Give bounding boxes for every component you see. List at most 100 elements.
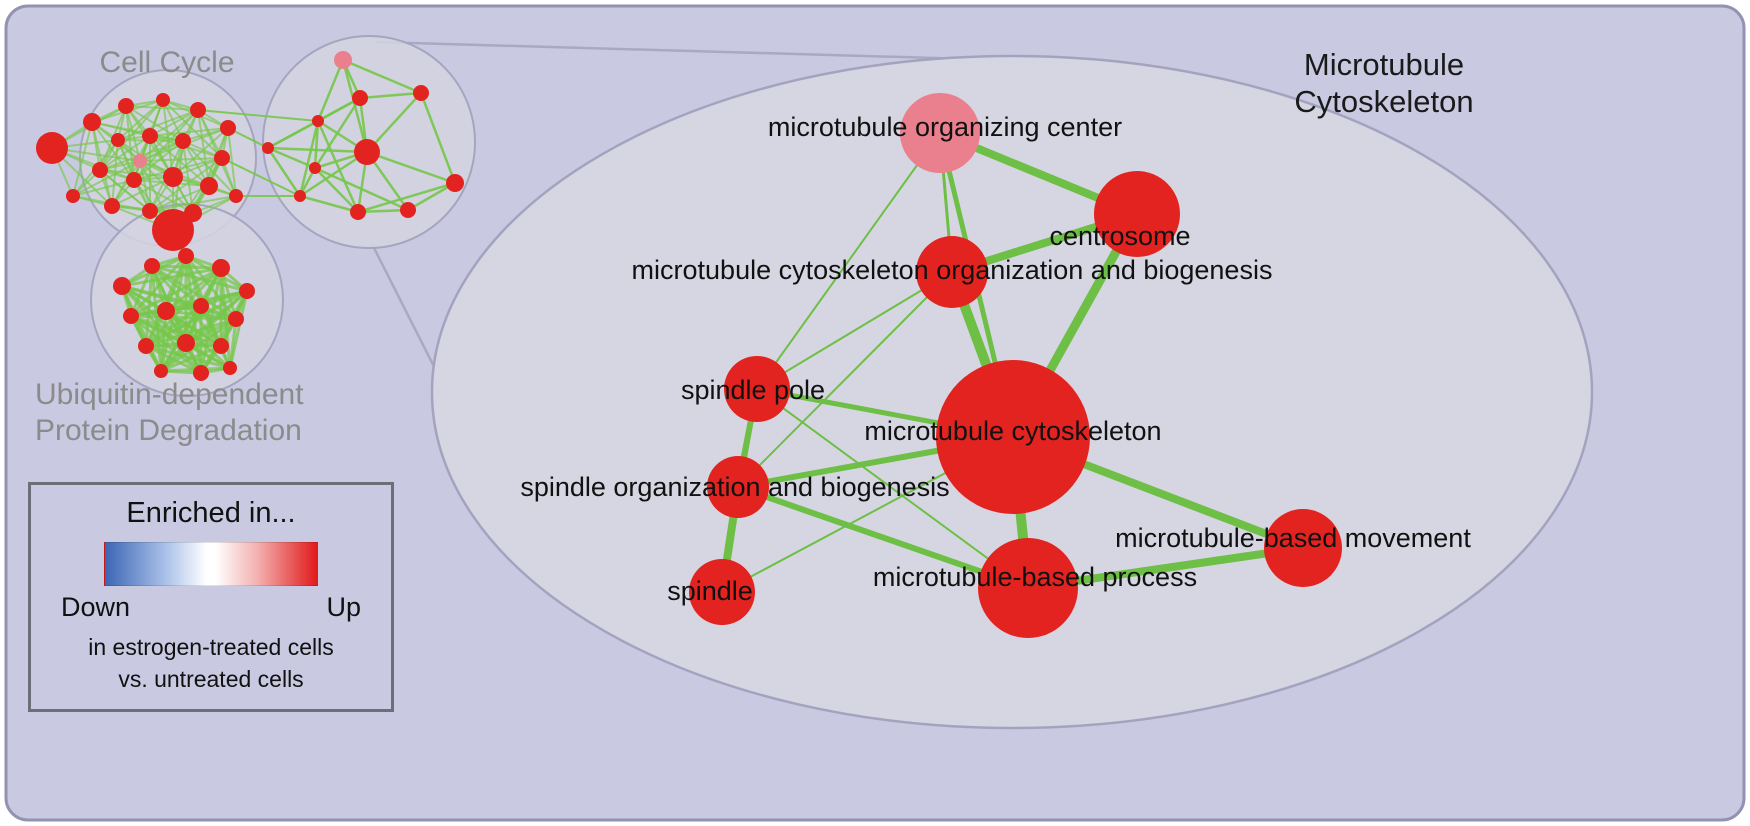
overview-node bbox=[152, 209, 194, 251]
overview-node bbox=[83, 113, 101, 131]
overview-node bbox=[213, 338, 229, 354]
overview-node bbox=[144, 258, 160, 274]
cluster-edge bbox=[298, 120, 320, 197]
legend: Enriched in... Down Up in estrogen-treat… bbox=[28, 482, 394, 712]
overview-node bbox=[163, 167, 183, 187]
cluster-edge bbox=[149, 109, 199, 137]
cluster-edge bbox=[139, 157, 223, 162]
microtubule-cytoskeleton-title: Microtubule bbox=[1304, 47, 1464, 82]
overview-node bbox=[220, 120, 236, 136]
overview-node bbox=[190, 102, 206, 118]
overview-node bbox=[104, 198, 120, 214]
overview-node bbox=[92, 162, 108, 178]
legend-down-label: Down bbox=[61, 592, 131, 622]
overview-node bbox=[446, 174, 464, 192]
overview-node bbox=[312, 115, 324, 127]
node-label-microtubule-based-process: microtubule-based process bbox=[873, 562, 1197, 592]
overview-node bbox=[156, 93, 170, 107]
cluster-edge bbox=[129, 254, 188, 318]
edge-spindle-organization-and-biogenesis--microtubule-based-process bbox=[735, 484, 1031, 591]
cluster-edge bbox=[99, 135, 151, 171]
cluster-edge bbox=[266, 147, 302, 197]
overview-node bbox=[294, 190, 306, 202]
cluster-edge bbox=[111, 160, 141, 207]
cell-cycle-title: Cell Cycle bbox=[99, 46, 234, 79]
node-microtubule-organizing-center bbox=[900, 93, 980, 173]
cluster-edge bbox=[162, 99, 223, 159]
zoom-connector-line bbox=[374, 40, 1006, 62]
cluster-edge bbox=[314, 167, 359, 213]
cluster-edge bbox=[111, 176, 174, 207]
cluster-edge bbox=[228, 318, 238, 369]
cluster-edge bbox=[129, 265, 154, 317]
node-label-spindle-pole: spindle pole bbox=[681, 375, 825, 405]
overview-node bbox=[309, 162, 321, 174]
cluster-edge bbox=[121, 284, 187, 345]
cluster-edge bbox=[117, 99, 164, 141]
overview-node bbox=[193, 365, 209, 381]
overview-node bbox=[123, 308, 139, 324]
cluster-edge bbox=[160, 344, 222, 373]
cluster-edge bbox=[316, 120, 360, 213]
cluster-edge bbox=[72, 179, 135, 197]
cluster-edge bbox=[145, 304, 202, 348]
edge-microtubule-cytoskeleton-organization-and-biogenesis--spindle-pole bbox=[756, 271, 953, 390]
cluster-edge bbox=[299, 194, 359, 214]
cluster-edge bbox=[182, 140, 194, 214]
overview-node bbox=[229, 189, 243, 203]
cluster-edge bbox=[165, 309, 231, 370]
overview-node bbox=[352, 90, 368, 106]
node-spindle-organization-and-biogenesis bbox=[707, 456, 769, 518]
cluster-edge bbox=[359, 91, 422, 100]
legend-caption: in estrogen-treated cells vs. untreated … bbox=[88, 631, 333, 695]
cluster-edge bbox=[267, 119, 319, 150]
overview-node bbox=[413, 85, 429, 101]
cluster-edge bbox=[313, 120, 320, 169]
cluster-edge bbox=[357, 181, 456, 214]
edge-spindle-pole--microtubule-based-process bbox=[756, 388, 1029, 589]
overview-node bbox=[126, 172, 142, 188]
cluster-edge bbox=[299, 150, 368, 198]
overview-node bbox=[354, 139, 380, 165]
legend-up-label: Up bbox=[326, 592, 361, 622]
node-centrosome bbox=[1094, 171, 1180, 257]
node-microtubule-based-process bbox=[978, 538, 1078, 638]
node-label-microtubule-cytoskeleton: microtubule cytoskeleton bbox=[864, 416, 1161, 446]
cluster-edge bbox=[149, 195, 237, 212]
node-spindle bbox=[689, 559, 755, 625]
overview-node bbox=[212, 259, 230, 277]
overview-node bbox=[113, 277, 131, 295]
node-label-microtubule-organizing-center: microtubule organizing center bbox=[768, 112, 1122, 142]
cluster-edge bbox=[133, 179, 194, 214]
cluster-edge bbox=[144, 255, 188, 347]
microtubule-cytoskeleton-title: Cytoskeleton bbox=[1294, 84, 1473, 119]
cluster-edge bbox=[316, 59, 345, 122]
overview-node bbox=[175, 133, 191, 149]
legend-caption-line1: in estrogen-treated cells bbox=[88, 634, 334, 660]
edge-microtubule-cytoskeleton-organization-and-biogenesis--spindle-organization-and-biogenesis bbox=[737, 271, 953, 488]
node-label-centrosome: centrosome bbox=[1049, 221, 1190, 251]
cluster-edge bbox=[165, 309, 222, 348]
legend-endpoint-labels: Down Up bbox=[61, 592, 361, 623]
overview-node bbox=[157, 302, 175, 320]
cluster-edge bbox=[407, 181, 456, 212]
cluster-edge bbox=[145, 317, 237, 348]
cluster-edge bbox=[149, 135, 210, 187]
overview-node bbox=[262, 142, 274, 154]
overview-node bbox=[118, 98, 134, 114]
overview-node bbox=[177, 334, 195, 352]
cluster-edge bbox=[342, 58, 422, 95]
cluster-edge bbox=[366, 92, 422, 153]
overview-node bbox=[214, 150, 230, 166]
cluster-bridge-edge bbox=[197, 109, 319, 122]
cluster-edge bbox=[357, 208, 409, 214]
node-spindle-pole bbox=[724, 356, 790, 422]
cluster-edge bbox=[133, 109, 199, 181]
overview-node bbox=[66, 189, 80, 203]
node-label-spindle-organization-and-biogenesis: spindle organization and biogenesis bbox=[520, 472, 949, 502]
overview-node bbox=[142, 128, 158, 144]
overview-node bbox=[36, 132, 68, 164]
cluster-edge bbox=[419, 92, 457, 184]
cluster-edge bbox=[165, 266, 222, 313]
